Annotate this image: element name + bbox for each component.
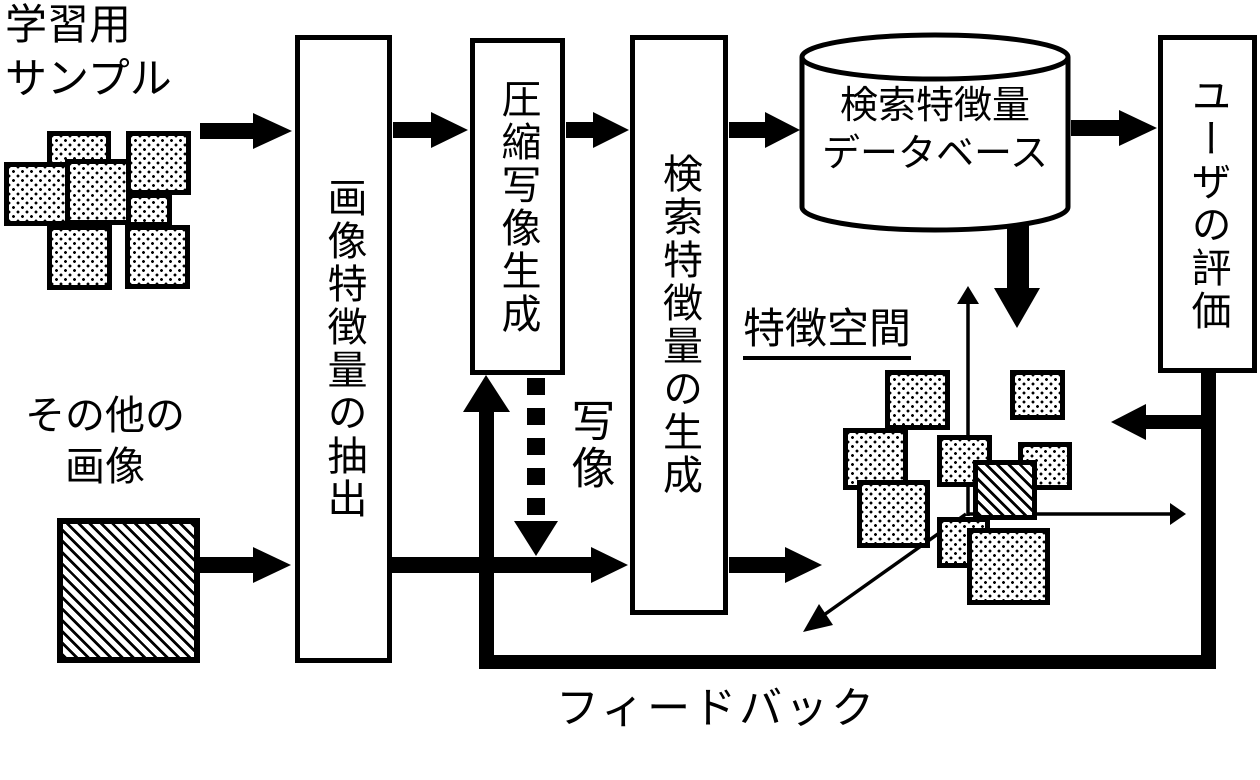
feedback-arrow-into-featurespace	[1111, 404, 1201, 440]
mapping-dashed-arrow	[514, 378, 558, 556]
flow-arrow-compression-to-generation	[566, 112, 629, 148]
flow-arrow-database-to-evaluation	[1071, 110, 1157, 146]
process-box-label: 検索特徴量の生成	[657, 153, 702, 497]
training-samples-label-line2: サンプル	[5, 56, 172, 103]
process-box-label: 圧縮写像生成	[495, 77, 541, 336]
process-box-label: ユーザの評価	[1185, 75, 1231, 333]
feature-point-square	[857, 480, 930, 548]
flow-arrow-otherimage-to-extraction	[200, 547, 291, 583]
flow-arrow-generation-to-database	[729, 112, 800, 148]
process-box-label: 画像特徴量の抽出	[321, 177, 367, 521]
feature-space-label-text: 特徴空間	[743, 307, 912, 360]
training-samples-label: 学習用 サンプル	[5, 0, 172, 108]
feature-point-square	[967, 528, 1050, 605]
database-cylinder	[799, 32, 1071, 233]
process-box-user-evaluation: ユーザの評価	[1158, 35, 1257, 373]
sample-square	[126, 131, 191, 195]
other-image-square	[57, 518, 200, 663]
training-samples-label-line1: 学習用	[5, 3, 132, 49]
sample-square	[47, 225, 112, 290]
flow-arrow-extraction-to-generation-lower	[392, 547, 628, 583]
flow-arrow-generation-to-featurespace	[729, 547, 822, 583]
other-images-label-line1: その他の	[25, 393, 185, 438]
flow-arrow-database-to-featurespace	[994, 215, 1040, 328]
feedback-path	[463, 373, 1216, 669]
sample-square	[65, 159, 131, 225]
database-label: 検索特徴量 データベース	[812, 83, 1058, 179]
feature-point-square	[1010, 370, 1065, 420]
other-images-label-line2: 画像	[65, 444, 145, 490]
feature-point-square	[885, 370, 950, 430]
process-box-compression-mapping: 圧縮写像生成	[470, 38, 565, 375]
sample-square	[125, 225, 190, 289]
database-label-line1: 検索特徴量	[839, 85, 1030, 127]
process-box-image-feature-extraction: 画像特徴量の抽出	[295, 35, 392, 663]
flow-arrow-samples-to-extraction	[200, 113, 292, 149]
database-label-line2: データベース	[821, 132, 1049, 175]
feature-space-label: 特徴空間	[743, 304, 912, 360]
feedback-label: フィードバック	[556, 686, 878, 733]
flow-arrow-extraction-to-compression	[393, 112, 468, 148]
mapping-label: 写像	[564, 398, 614, 492]
sample-square	[126, 193, 172, 227]
feature-point-query-square	[973, 460, 1037, 520]
other-images-label: その他の 画像	[10, 390, 200, 492]
process-box-search-feature-generation: 検索特徴量の生成	[630, 35, 728, 615]
sample-square	[4, 162, 70, 226]
